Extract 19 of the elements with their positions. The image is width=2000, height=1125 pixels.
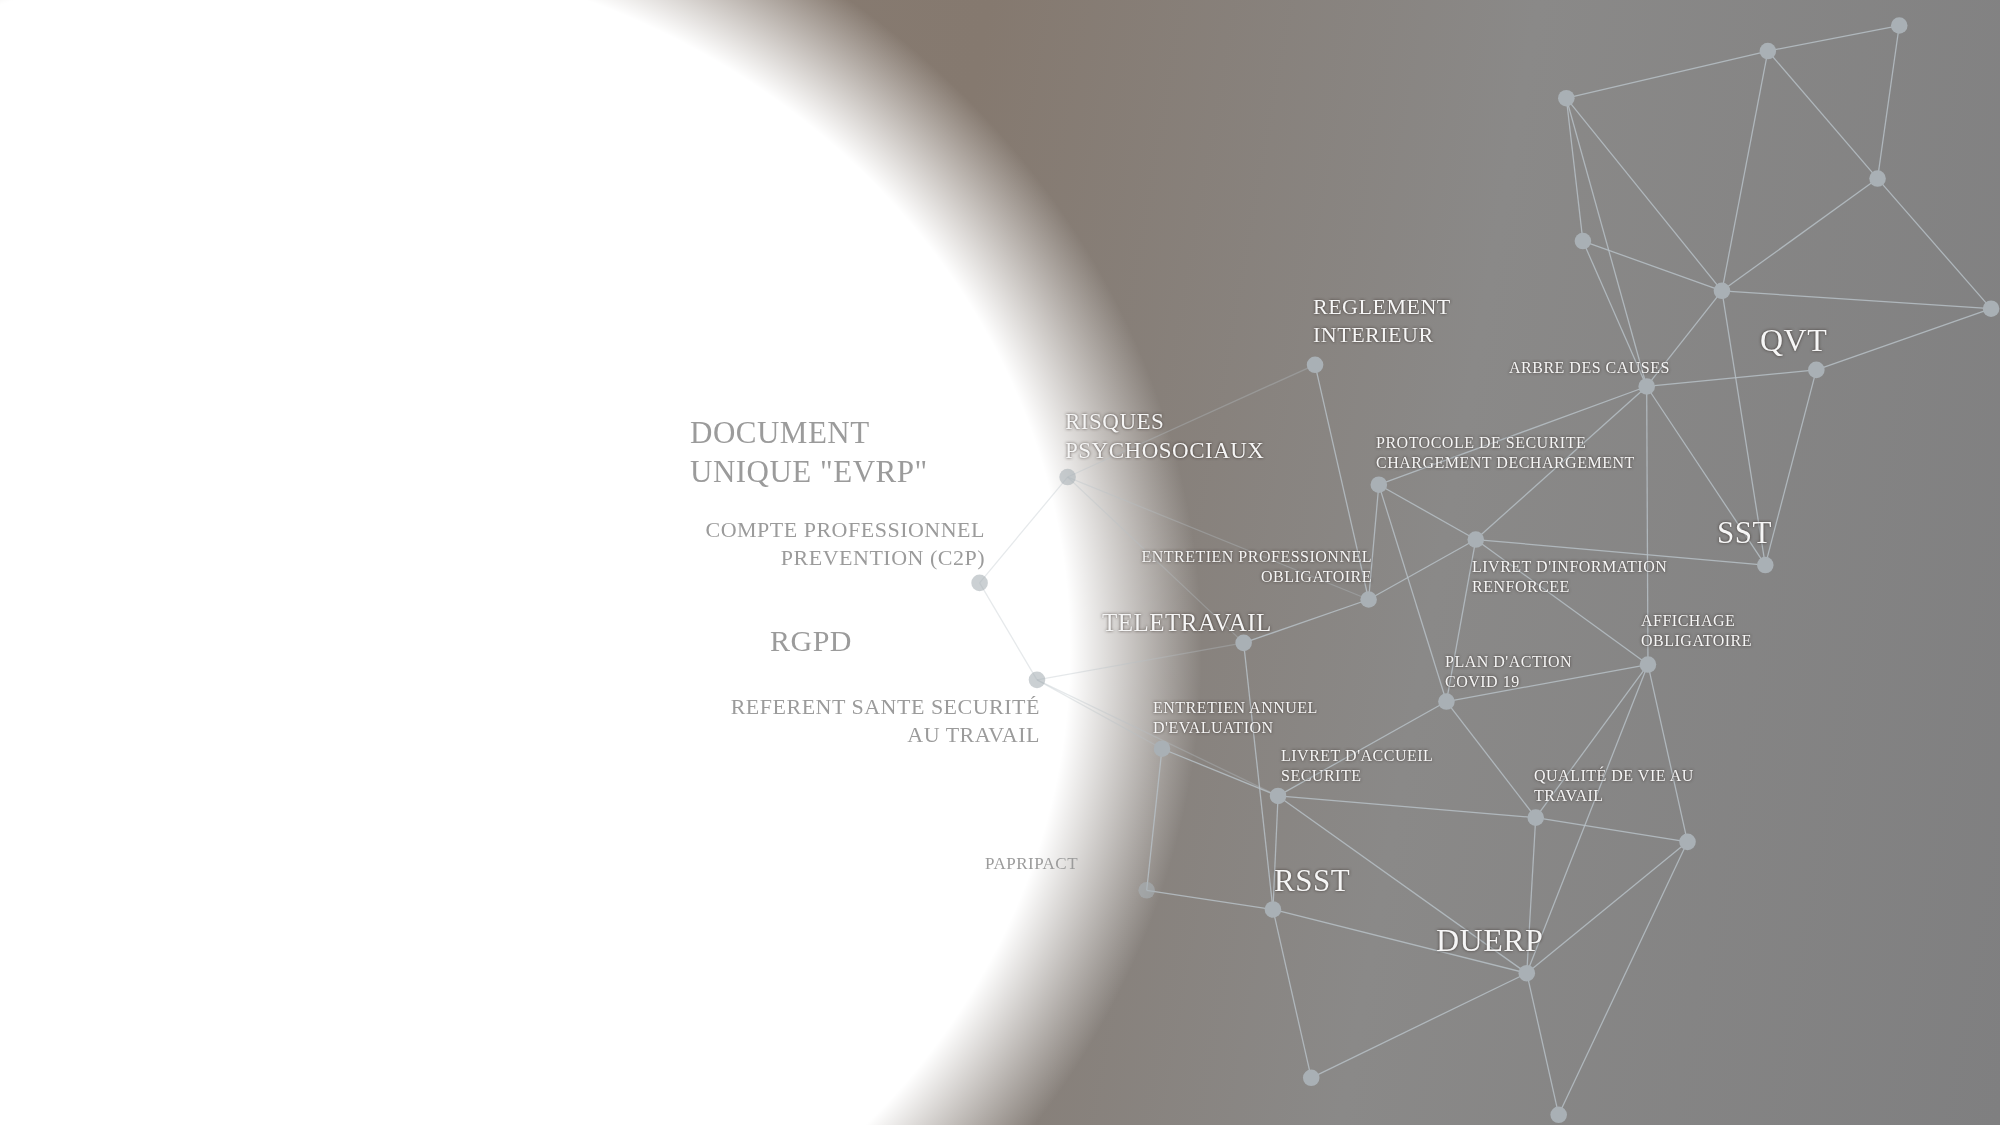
topic-label: ENTRETIEN ANNUEL D'EVALUATION bbox=[1153, 698, 1319, 738]
topic-label: REGLEMENT INTERIEUR bbox=[1313, 293, 1452, 348]
topic-label: PAPRIPACT bbox=[985, 853, 1080, 875]
topic-label: PROTOCOLE DE SECURITE CHARGEMENT DECHARGEMENT bbox=[1376, 433, 1636, 473]
topic-label: ARBRE DES CAUSES bbox=[1509, 358, 1671, 378]
topic-label: LIVRET D'ACCUEIL SECURITE bbox=[1281, 746, 1434, 786]
acronym-label: RGPD bbox=[770, 623, 854, 659]
topic-label: QUALITÉ DE VIE AU TRAVAIL bbox=[1534, 766, 1695, 806]
topic-label: COMPTE PROFESSIONNEL PREVENTION (C2P) bbox=[704, 516, 985, 571]
acronym-label: SST bbox=[1717, 514, 1773, 552]
topic-label: DOCUMENT UNIQUE "EVRP" bbox=[690, 414, 929, 491]
topic-label: AFFICHAGE OBLIGATOIRE bbox=[1641, 611, 1753, 651]
topic-label: LIVRET D'INFORMATION RENFORCEE bbox=[1472, 557, 1669, 597]
acronym-label: RSST bbox=[1274, 862, 1352, 900]
topic-label: REFERENT SANTE SECURITÉ AU TRAVAIL bbox=[729, 693, 1040, 748]
topic-label: ENTRETIEN PROFESSIONNEL OBLIGATOIRE bbox=[1140, 547, 1372, 587]
acronym-label: QVT bbox=[1760, 321, 1829, 360]
topic-label: PLAN D'ACTION COVID 19 bbox=[1445, 652, 1574, 692]
acronym-label: DUERP bbox=[1436, 921, 1545, 960]
